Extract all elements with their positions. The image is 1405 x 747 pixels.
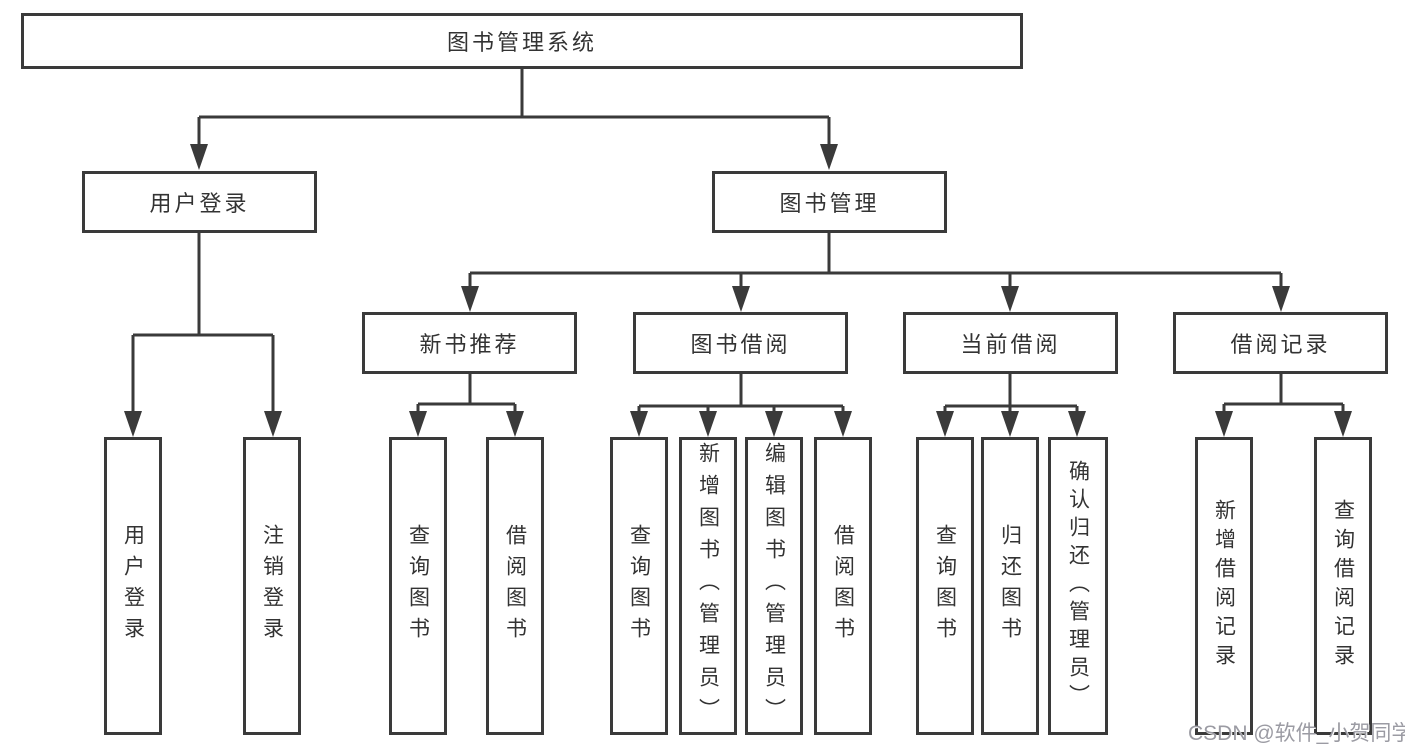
node-new-book-recommend: 新书推荐 xyxy=(362,312,577,374)
leaf-label: 新增借阅记录 xyxy=(1212,499,1236,673)
node-borrow-records: 借阅记录 xyxy=(1173,312,1388,374)
leaf-label: 查询图书 xyxy=(406,524,430,648)
node-library-management-system: 图书管理系统 xyxy=(21,13,1023,69)
arrowheads xyxy=(124,144,1352,437)
leaf-query-books-3: 查询图书 xyxy=(916,437,974,735)
connector-stems xyxy=(131,69,1345,415)
node-user-login: 用户登录 xyxy=(82,171,317,233)
leaf-add-borrow-record: 新增借阅记录 xyxy=(1195,437,1253,735)
leaf-borrow-books-2: 借阅图书 xyxy=(814,437,872,735)
node-book-management: 图书管理 xyxy=(712,171,947,233)
leaf-user-login: 用户登录 xyxy=(104,437,162,735)
leaf-label: 编辑图书（管理员） xyxy=(762,442,786,730)
leaf-query-books-2: 查询图书 xyxy=(610,437,668,735)
leaf-label: 查询图书 xyxy=(627,524,651,648)
leaf-label: 注销登录 xyxy=(260,524,284,648)
leaf-label: 归还图书 xyxy=(998,524,1022,648)
leaf-label: 查询借阅记录 xyxy=(1331,499,1355,673)
leaf-label: 确认归还（管理员） xyxy=(1066,460,1090,712)
leaf-edit-books-admin: 编辑图书（管理员） xyxy=(745,437,803,735)
leaf-logout: 注销登录 xyxy=(243,437,301,735)
node-current-borrow: 当前借阅 xyxy=(903,312,1118,374)
leaf-label: 新增图书（管理员） xyxy=(696,442,720,730)
leaf-confirm-return-admin: 确认归还（管理员） xyxy=(1048,437,1108,735)
leaf-label: 借阅图书 xyxy=(831,524,855,648)
csdn-watermark: CSDN @软件_小贺同学 xyxy=(1188,722,1405,745)
leaf-label: 借阅图书 xyxy=(503,524,527,648)
leaf-add-books-admin: 新增图书（管理员） xyxy=(679,437,737,735)
leaf-label: 用户登录 xyxy=(121,524,145,648)
leaf-borrow-books-1: 借阅图书 xyxy=(486,437,544,735)
leaf-query-borrow-record: 查询借阅记录 xyxy=(1314,437,1372,735)
leaf-label: 查询图书 xyxy=(933,524,957,648)
node-book-borrow: 图书借阅 xyxy=(633,312,848,374)
leaf-query-books-1: 查询图书 xyxy=(389,437,447,735)
leaf-return-books: 归还图书 xyxy=(981,437,1039,735)
